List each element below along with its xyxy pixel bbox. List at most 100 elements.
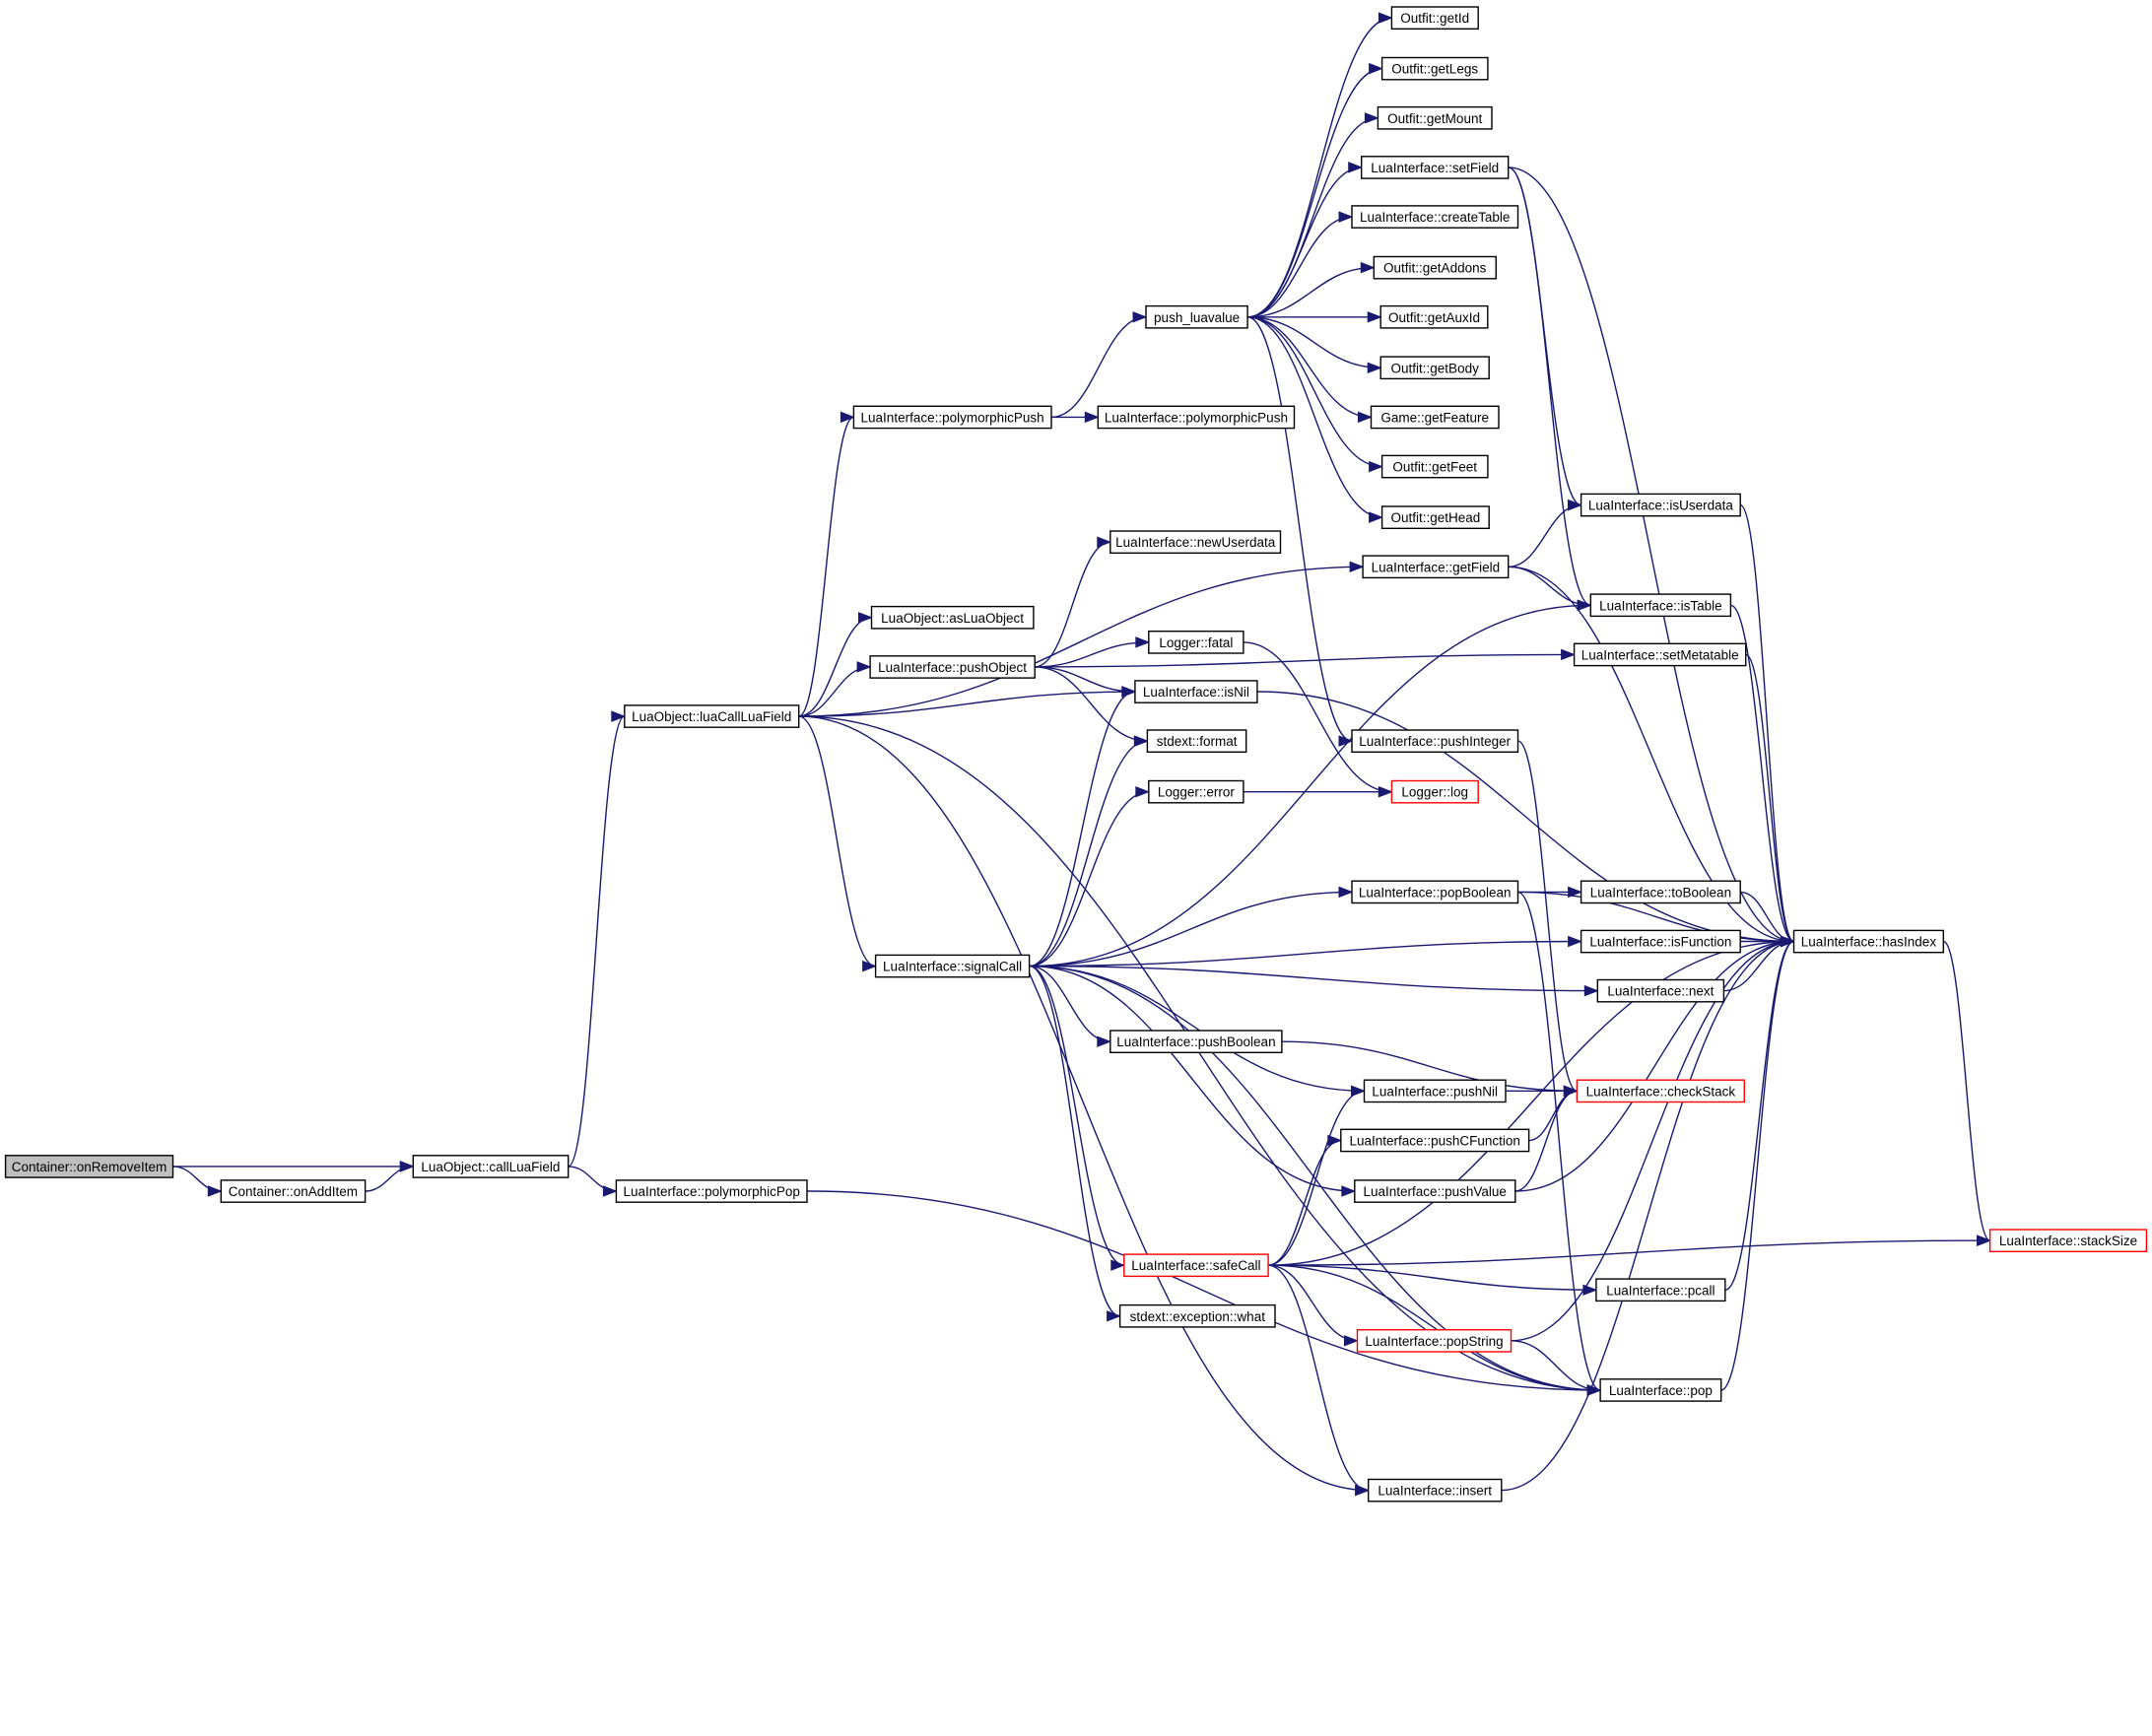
node-toBoolean[interactable]: LuaInterface::toBoolean	[1580, 880, 1741, 904]
node-pushCFunction[interactable]: LuaInterface::pushCFunction	[1340, 1128, 1530, 1153]
arrowhead-error-to-log	[1378, 785, 1393, 798]
node-setField[interactable]: LuaInterface::setField	[1360, 156, 1510, 179]
node-what[interactable]: stdext::exception::what	[1118, 1303, 1276, 1328]
node-getFeet[interactable]: Outfit::getFeet	[1380, 454, 1489, 479]
node-safeCall-box	[1123, 1253, 1269, 1278]
arrowhead-hasIndex-to-stackSize	[1977, 1235, 1991, 1246]
node-createTable[interactable]: LuaInterface::createTable	[1351, 205, 1519, 229]
arrowhead-push_luavalue-to-getAddons	[1360, 261, 1376, 274]
node-getBody[interactable]: Outfit::getBody	[1379, 356, 1490, 380]
edge-toBoolean-to-hasIndex	[1740, 891, 1794, 943]
node-asLuaObject[interactable]: LuaObject::asLuaObject	[870, 605, 1035, 630]
node-newUserdata[interactable]: LuaInterface::newUserdata	[1110, 530, 1282, 554]
node-isUserdata[interactable]: LuaInterface::isUserdata	[1580, 493, 1741, 517]
node-getField[interactable]: LuaInterface::getField	[1362, 555, 1510, 579]
node-log[interactable]: Logger::log	[1390, 779, 1479, 804]
edge-signalCall-to-next	[1029, 965, 1598, 992]
node-getMount[interactable]: Outfit::getMount	[1377, 105, 1493, 130]
node-pushInteger[interactable]: LuaInterface::pushInteger	[1351, 729, 1519, 753]
edge-safeCall-to-pcall	[1267, 1264, 1596, 1291]
edge-callLuaField-to-luaCallLuaField	[567, 715, 626, 1168]
arrowhead-safeCall-to-popString	[1344, 1335, 1359, 1347]
node-getFeature[interactable]: Game::getFeature	[1370, 405, 1500, 430]
arrowhead-luaCallLuaField-to-getField	[1349, 561, 1365, 573]
node-newUserdata-box	[1110, 530, 1282, 554]
node-popString[interactable]: LuaInterface::popString	[1356, 1328, 1513, 1353]
node-checkStack-label: LuaInterface::checkStack	[1586, 1084, 1736, 1099]
node-getAddons[interactable]: Outfit::getAddons	[1373, 255, 1498, 280]
node-pushObject[interactable]: LuaInterface::pushObject	[869, 655, 1036, 679]
node-next-box	[1596, 978, 1725, 1003]
node-getId[interactable]: Outfit::getId	[1390, 6, 1479, 30]
node-toBoolean-box	[1580, 880, 1741, 904]
node-checkStack[interactable]: LuaInterface::checkStack	[1576, 1079, 1746, 1103]
edge-luaCallLuaField-to-signalCall	[798, 715, 876, 968]
node-error[interactable]: Logger::error	[1148, 779, 1244, 804]
node-pcall[interactable]: LuaInterface::pcall	[1595, 1278, 1726, 1302]
edge-onAddItem-to-callLuaField	[365, 1166, 414, 1192]
node-isTable[interactable]: LuaInterface::isTable	[1589, 593, 1732, 618]
node-polymorphicPop[interactable]: LuaInterface::polymorphicPop	[615, 1179, 808, 1203]
node-setMetatable[interactable]: LuaInterface::setMetatable	[1573, 642, 1747, 667]
arrowhead-signalCall-to-pushValue	[1341, 1185, 1357, 1197]
node-safeCall[interactable]: LuaInterface::safeCall	[1123, 1253, 1269, 1278]
node-callLuaField[interactable]: LuaObject::callLuaField	[412, 1155, 570, 1178]
node-next[interactable]: LuaInterface::next	[1596, 978, 1725, 1003]
arrowhead-push_luavalue-to-getMount	[1364, 112, 1379, 124]
node-polymorphicPush2[interactable]: LuaInterface::polymorphicPush	[1097, 405, 1296, 430]
node-getLegs[interactable]: Outfit::getLegs	[1380, 56, 1489, 81]
node-getAuxId-box	[1379, 304, 1489, 329]
edge-setMetatable-to-hasIndex	[1745, 653, 1794, 943]
node-getHead-box	[1380, 505, 1490, 529]
edge-signalCall-to-isNil	[1029, 691, 1135, 968]
arrowhead-root-to-onAddItem	[207, 1185, 223, 1197]
node-createTable-label: LuaInterface::createTable	[1360, 210, 1510, 225]
node-popBoolean[interactable]: LuaInterface::popBoolean	[1351, 880, 1519, 904]
node-log-box	[1390, 779, 1479, 804]
arrowhead-signalCall-to-safeCall	[1110, 1259, 1126, 1271]
arrowhead-luaCallLuaField-to-pushObject	[856, 661, 872, 673]
node-insert[interactable]: LuaInterface::insert	[1367, 1478, 1503, 1502]
node-isFunction[interactable]: LuaInterface::isFunction	[1580, 929, 1741, 954]
function-nodes: Container::onRemoveItemContainer::onAddI…	[4, 6, 2148, 1502]
node-getBody-box	[1379, 356, 1490, 380]
node-newUserdata-label: LuaInterface::newUserdata	[1115, 535, 1276, 550]
edge-push_luavalue-to-getFeature	[1247, 316, 1372, 419]
node-hasIndex[interactable]: LuaInterface::hasIndex	[1792, 929, 1945, 954]
edge-push_luavalue-to-createTable	[1247, 216, 1353, 318]
node-luaCallLuaField-box	[624, 704, 800, 728]
node-setMetatable-box	[1573, 642, 1747, 667]
arrowhead-pushObject-to-fatal	[1135, 636, 1151, 648]
arrowhead-push_luavalue-to-getHead	[1369, 511, 1383, 523]
node-pushValue[interactable]: LuaInterface::pushValue	[1354, 1179, 1516, 1203]
node-format[interactable]: stdext::format	[1146, 729, 1247, 753]
node-isNil[interactable]: LuaInterface::isNil	[1134, 680, 1258, 703]
edge-safeCall-to-pushCFunction	[1267, 1139, 1341, 1266]
node-hasIndex-label: LuaInterface::hasIndex	[1801, 935, 1937, 950]
arrowhead-push_luavalue-to-setField	[1348, 162, 1364, 173]
node-getHead[interactable]: Outfit::getHead	[1380, 505, 1490, 529]
node-polymorphicPush1[interactable]: LuaInterface::polymorphicPush	[852, 405, 1052, 430]
node-onAddItem[interactable]: Container::onAddItem	[220, 1179, 367, 1203]
node-pushBoolean[interactable]: LuaInterface::pushBoolean	[1110, 1030, 1283, 1053]
node-getAuxId[interactable]: Outfit::getAuxId	[1379, 304, 1489, 329]
call-edges	[172, 12, 1991, 1497]
node-polymorphicPush2-box	[1097, 405, 1296, 430]
node-pop[interactable]: LuaInterface::pop	[1599, 1378, 1722, 1402]
node-callLuaField-box	[412, 1155, 570, 1178]
edge-pushBoolean-to-checkStack	[1281, 1040, 1578, 1092]
edge-push_luavalue-to-pushInteger	[1246, 316, 1353, 742]
arrowhead-push_luavalue-to-getId	[1378, 12, 1393, 24]
edge-root-to-onAddItem	[172, 1166, 222, 1192]
node-stackSize[interactable]: LuaInterface::stackSize	[1988, 1229, 2148, 1252]
node-push_luavalue[interactable]: push_luavalue	[1145, 304, 1248, 329]
arrowhead-getField-to-isUserdata	[1568, 499, 1582, 511]
node-luaCallLuaField[interactable]: LuaObject::luaCallLuaField	[624, 704, 800, 728]
node-signalCall[interactable]: LuaInterface::signalCall	[874, 954, 1031, 978]
edge-safeCall-to-insert	[1267, 1264, 1369, 1492]
node-root[interactable]: Container::onRemoveItem	[4, 1155, 174, 1178]
node-fatal[interactable]: Logger::fatal	[1148, 631, 1244, 654]
node-pushNil[interactable]: LuaInterface::pushNil	[1363, 1079, 1507, 1103]
node-error-label: Logger::error	[1158, 785, 1236, 800]
arrowhead-polymorphicPush1-to-polymorphicPush2	[1084, 411, 1100, 424]
